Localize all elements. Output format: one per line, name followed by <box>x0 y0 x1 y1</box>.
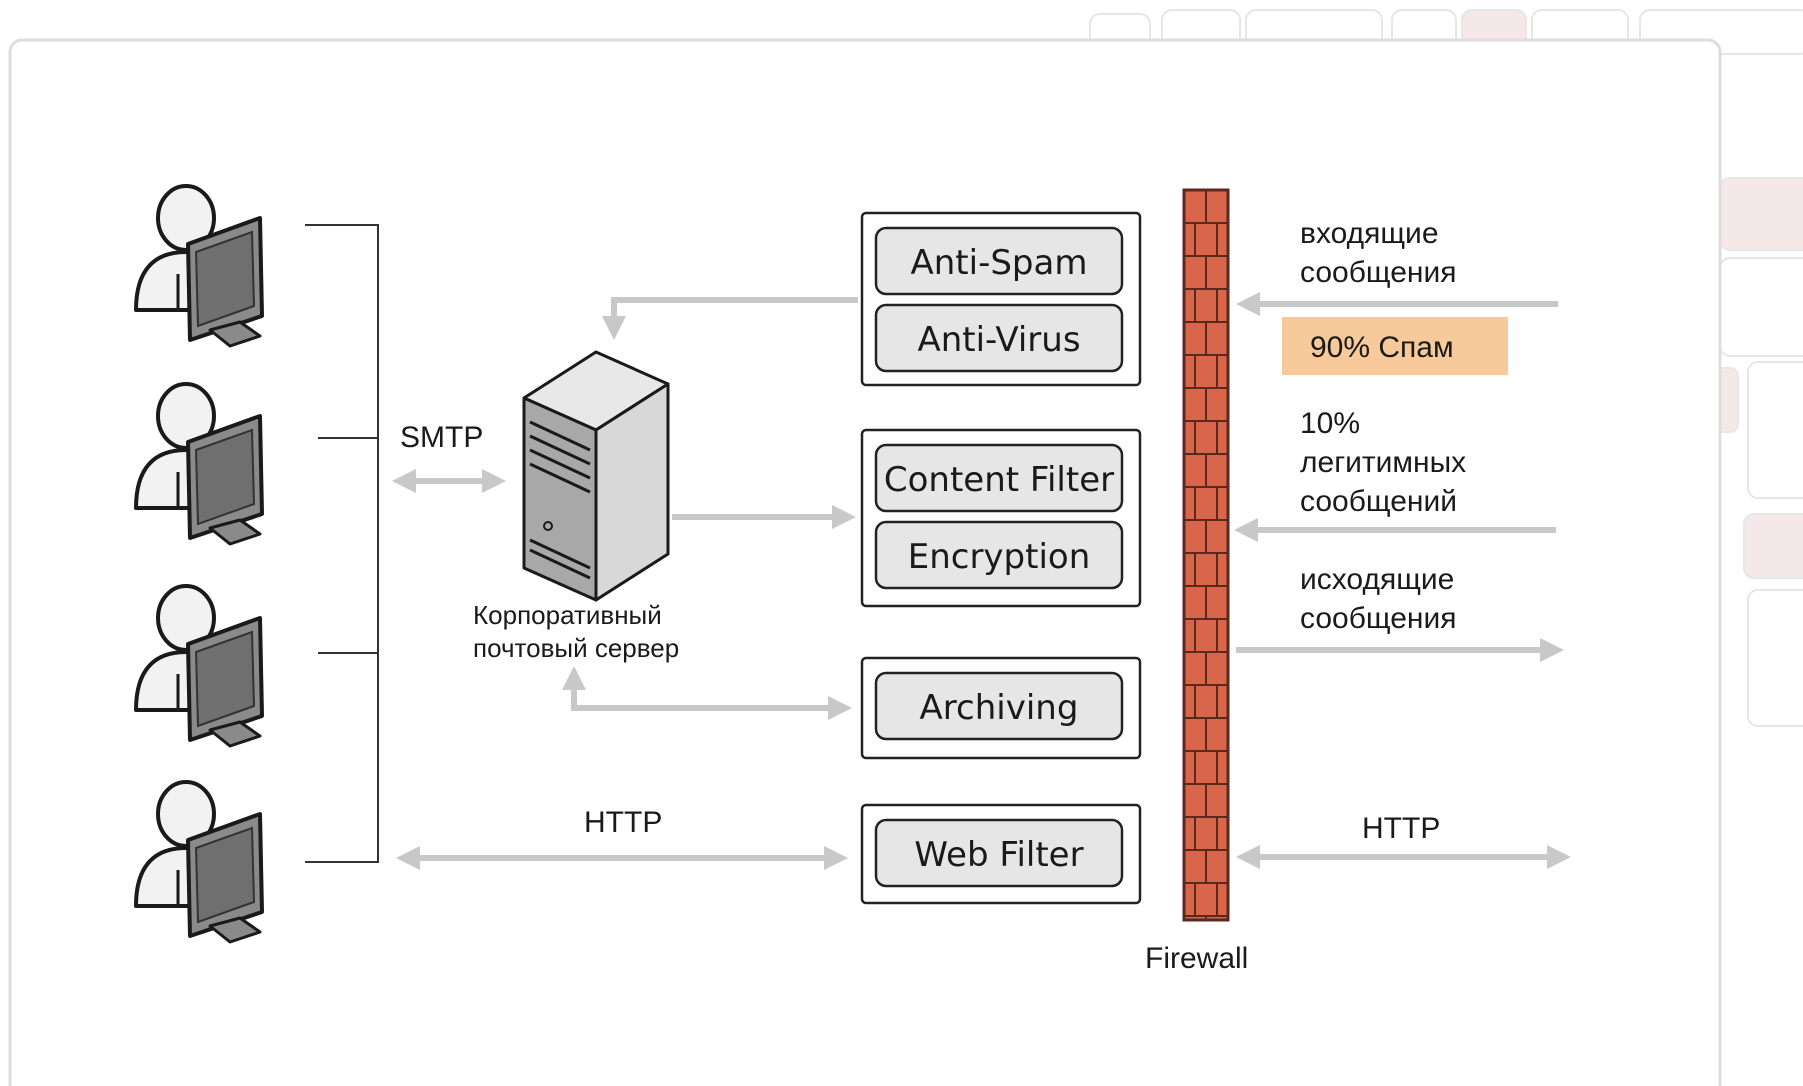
legit-label-line1: 10% <box>1300 407 1360 440</box>
content-filter-label: Content Filter <box>884 460 1114 500</box>
legit-label-line3: сообщений <box>1300 485 1457 518</box>
server-caption-line1: Корпоративный <box>473 600 662 630</box>
web-filter-box <box>874 818 1124 888</box>
encryption-label: Encryption <box>908 537 1091 577</box>
encryption-box <box>874 520 1124 590</box>
antispam-to-server-arrow <box>602 297 858 340</box>
firewall-label: Firewall <box>1145 942 1248 975</box>
content-filter-box <box>874 443 1124 513</box>
firewall-wall <box>1182 188 1230 922</box>
outgoing-label-line1: исходящие <box>1300 563 1454 596</box>
user-workstation-icon <box>134 184 264 348</box>
user-bracket <box>305 224 379 863</box>
user-workstation-icon <box>134 382 264 546</box>
legit-label-line2: легитимных <box>1300 446 1466 479</box>
archiving-label: Archiving <box>920 688 1079 728</box>
user-workstation-icon <box>134 780 264 944</box>
anti-virus-box <box>874 303 1124 373</box>
archiving-box <box>874 671 1124 741</box>
users-group <box>134 184 264 944</box>
spam-badge <box>1282 317 1508 375</box>
smtp-label: SMTP <box>400 421 483 454</box>
http-right-label: HTTP <box>1362 812 1440 845</box>
flow-arrows <box>392 292 1571 870</box>
server-caption-line2: почтовый сервер <box>473 633 679 663</box>
server-archiving-arrow <box>562 666 852 720</box>
module-buttons <box>874 226 1124 888</box>
user-workstation-icon <box>134 584 264 748</box>
incoming-label-line2: сообщения <box>1300 256 1457 289</box>
anti-spam-box <box>874 226 1124 296</box>
incoming-label-line1: входящие <box>1300 217 1439 250</box>
anti-spam-label: Anti-Spam <box>911 243 1088 283</box>
outgoing-label-line2: сообщения <box>1300 602 1457 635</box>
web-filter-label: Web Filter <box>914 835 1083 875</box>
anti-virus-label: Anti-Virus <box>917 320 1080 360</box>
spam-badge-label: 90% Спам <box>1310 331 1454 364</box>
mail-server-icon <box>522 350 670 602</box>
http-left-label: HTTP <box>584 806 662 839</box>
